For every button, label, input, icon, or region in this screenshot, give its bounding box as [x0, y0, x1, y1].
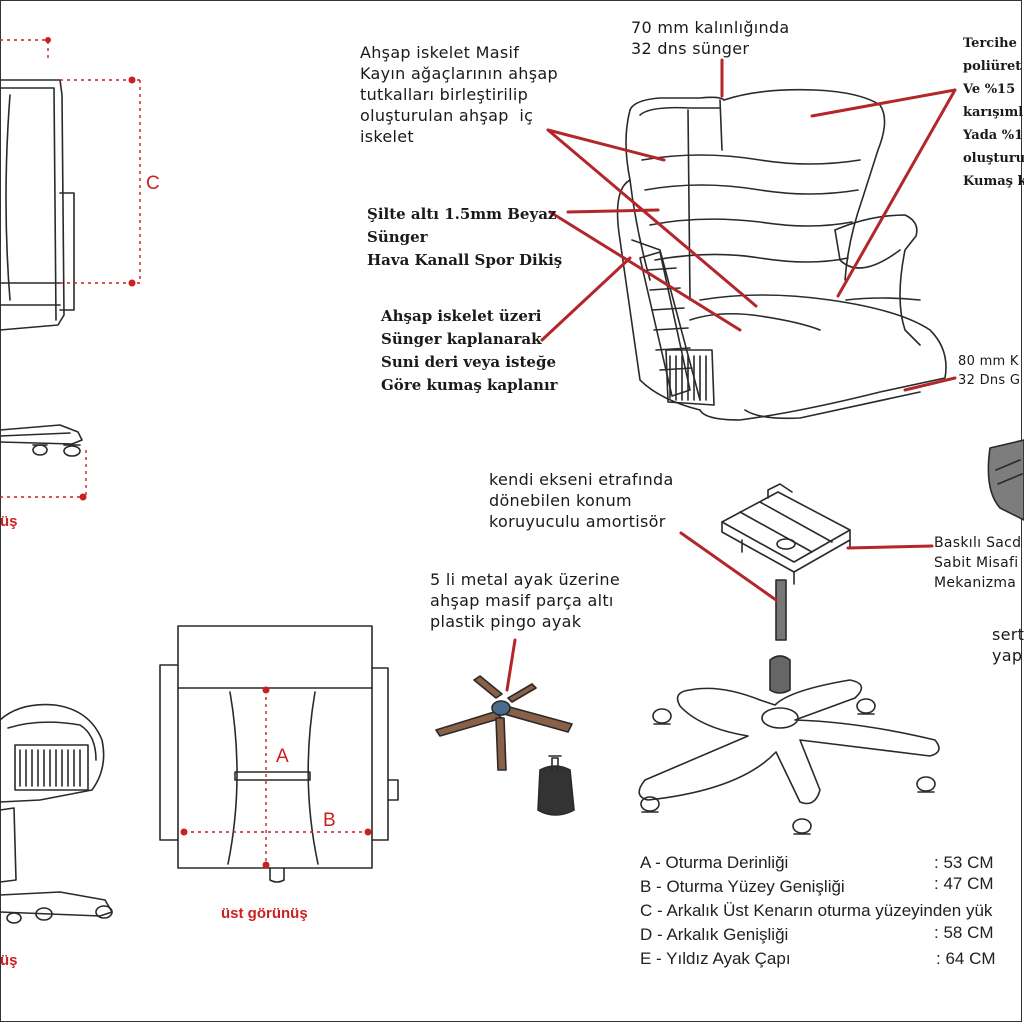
top-view-drawing [159, 625, 399, 883]
spec-a-value: : 53 CM [934, 853, 994, 872]
spec-d-value: : 58 CM [934, 923, 994, 942]
spec-c-label: C - Arkalık Üst Kenarın oturma yüzeyinde… [640, 901, 993, 920]
side-view-caption: üş [0, 513, 18, 530]
covering-label: Ahşap iskelet üzeri Sünger kaplanarak Su… [381, 307, 558, 394]
side-view-drawing [0, 79, 83, 457]
dimension-a-label: A [276, 746, 289, 767]
spec-b-value: : 47 CM [934, 874, 994, 893]
preference-label: Tercihe poliüret Ve %15 karışıml Yada %1… [963, 36, 1024, 189]
side-view-photo [0, 703, 113, 924]
spec-d-label: D - Arkalık Genişliği [640, 925, 789, 944]
side-photo-caption: üş [0, 952, 18, 969]
underlay-label: Şilte altı 1.5mm Beyaz Sünger Hava Kanal… [367, 205, 563, 269]
spec-a-label: A - Oturma Derinliği [640, 853, 789, 872]
mechanism-label: Baskılı Sacd Sabit Misafi Mekanizma [934, 535, 1022, 591]
spec-b-label: B - Oturma Yüzey Genişliği [640, 877, 845, 896]
chair-drawing [616, 88, 947, 421]
dimension-lines [0, 39, 368, 868]
metal-base-label: 5 li metal ayak üzerine ahşap masif parç… [430, 570, 621, 631]
spec-e-label: E - Yıldız Ayak Çapı [640, 949, 791, 968]
metal-base-drawing [435, 675, 575, 816]
gas-lift-label: kendi ekseni etrafında dönebilen konum k… [489, 470, 674, 531]
dimension-c-label: C [146, 173, 160, 194]
fragment-label: sert yap [992, 625, 1024, 665]
mechanism-photo [987, 439, 1024, 521]
foam-70mm-label: 70 mm kalınlığında 32 dns sünger [631, 18, 790, 58]
spec-e-value: : 64 CM [936, 949, 996, 968]
dimension-b-label: B [323, 810, 336, 831]
wood-frame-label: Ahşap iskelet Masif Kayın ağaçlarının ah… [360, 43, 558, 146]
annotation-leaders [505, 58, 957, 692]
mechanism-drawing [638, 483, 940, 835]
foam-80mm-label: 80 mm K 32 Dns G [958, 354, 1021, 388]
top-view-caption: üst görünüş [221, 905, 308, 922]
dimension-points [45, 37, 372, 869]
